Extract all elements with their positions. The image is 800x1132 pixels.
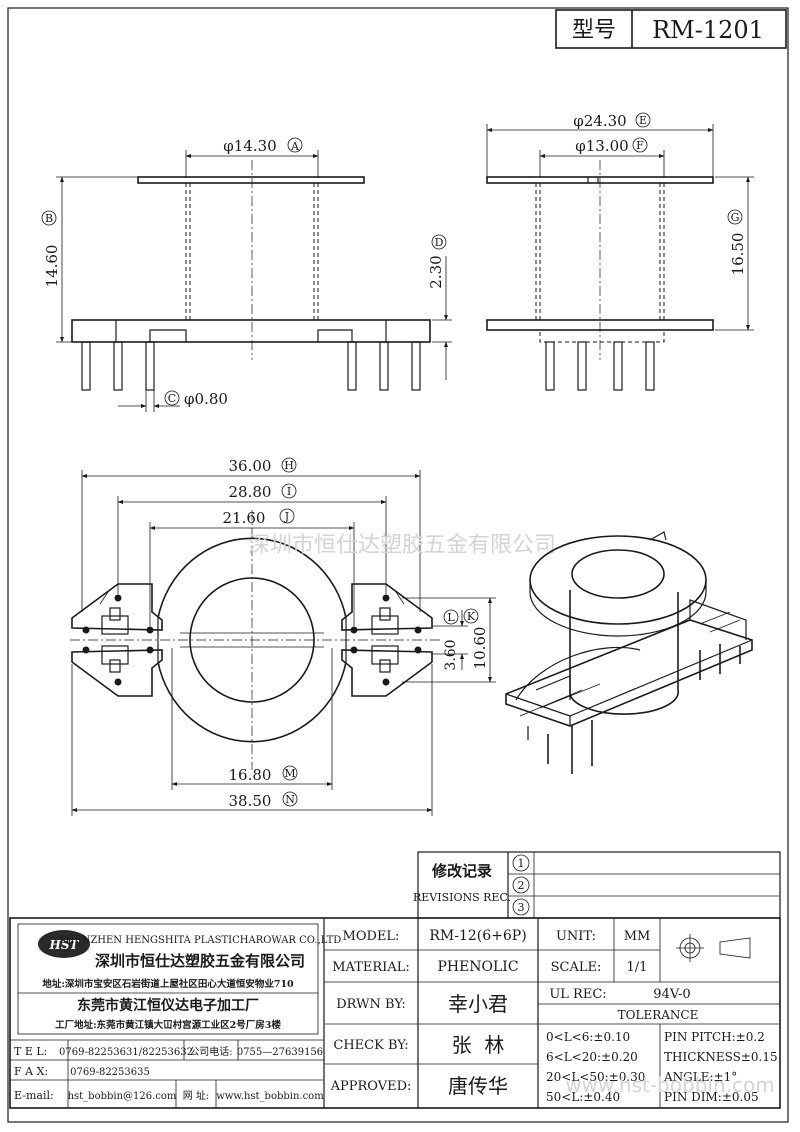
approved-value: 唐传华 xyxy=(448,1074,508,1098)
dim-l-marker: L xyxy=(447,611,455,624)
company-name-en: SHENZHEN HENGSHITA PLASTICHAROWAR CO.,LT… xyxy=(59,935,342,946)
revisions-label-cn: 修改记录 xyxy=(431,862,492,880)
angle: ANGLE:±1° xyxy=(663,1070,737,1084)
dim-k-value: 10.60 xyxy=(471,627,489,670)
dim-j-marker: J xyxy=(284,510,289,523)
isometric-view xyxy=(505,531,753,774)
dim-g-value: 16.50 xyxy=(729,233,747,276)
tolerance-1: 0<L<6:±0.10 xyxy=(546,1030,630,1044)
tel-value: 0769-82253631/82253632 xyxy=(59,1047,193,1058)
dim-n-value: 38.50 xyxy=(229,792,272,810)
dim-d-marker: D xyxy=(435,236,444,249)
drawn-value: 幸小君 xyxy=(448,992,508,1016)
model-value: RM-12(6+6P) xyxy=(429,928,526,944)
dim-a-value: φ14.30 xyxy=(223,137,276,155)
check-value: 张 林 xyxy=(452,1033,505,1057)
dim-j-value: 21.60 xyxy=(223,509,266,527)
material-label: MATERIAL: xyxy=(332,960,409,975)
bottom-watermark: www.hst-bobbin.com xyxy=(565,1073,774,1097)
revision-row-1: 1 xyxy=(518,857,525,870)
dim-k-marker: K xyxy=(467,610,476,623)
company-tel-value: 0755—27639156 xyxy=(237,1047,323,1058)
factory-address: 工厂地址:东莞市黄江镇大冚村宫源工业区2号厂房3楼 xyxy=(55,1019,281,1031)
dim-h-value: 36.00 xyxy=(229,457,272,475)
dim-g-marker: G xyxy=(731,211,740,224)
ul-value: 94V-0 xyxy=(653,987,690,1002)
dim-e-marker: E xyxy=(639,114,647,127)
watermark-text: 深圳市恒仕达塑胶五金有限公司 xyxy=(248,533,556,558)
dim-c-marker: C xyxy=(168,392,176,405)
dim-i-marker: I xyxy=(287,485,291,498)
web-label: 网 址: xyxy=(183,1089,210,1102)
revisions-block: 修改记录 REVISIONS REC. 1 2 3 xyxy=(413,851,781,919)
ul-label: UL REC: xyxy=(549,987,606,1002)
check-label: CHECK BY: xyxy=(333,1038,408,1053)
model-number: RM-1201 xyxy=(652,16,764,44)
model-title-box: 型号 RM-1201 xyxy=(555,9,787,49)
scale-value: 1/1 xyxy=(627,960,648,975)
company-name-cn: 深圳市恒仕达塑胶五金有限公司 xyxy=(95,952,305,970)
tolerance-2: 6<L<20:±0.20 xyxy=(546,1050,638,1064)
unit-label: UNIT: xyxy=(556,929,596,944)
company-logo xyxy=(38,930,90,958)
model-label: MODEL: xyxy=(343,929,400,944)
email-label: E-mail: xyxy=(14,1089,54,1102)
dim-b-marker: B xyxy=(45,212,53,225)
fax-value: 0769-82253635 xyxy=(70,1067,150,1078)
dim-n-marker: N xyxy=(285,793,295,806)
pin-pitch: PIN PITCH:±0.2 xyxy=(664,1030,765,1044)
fax-label: F A X: xyxy=(14,1065,48,1078)
type-label: 型号 xyxy=(572,18,616,43)
revisions-label-en: REVISIONS REC. xyxy=(413,891,511,904)
front-view: φ14.30 A 14.60 B 2.30 D C φ0.80 xyxy=(41,137,452,412)
title-block: HST SHENZHEN HENGSHITA PLASTICHAROWAR CO… xyxy=(9,917,781,1109)
web-value[interactable]: www.hst_bobbin.com xyxy=(216,1091,324,1102)
company-tel-label: 公司电话: xyxy=(189,1045,232,1058)
dim-f-value: φ13.00 xyxy=(575,137,628,155)
tolerance-3: 20<L<50:±0.30 xyxy=(546,1070,645,1084)
tolerance-label: TOLERANCE xyxy=(618,1008,699,1022)
dim-e-value: φ24.30 xyxy=(573,112,626,130)
dim-l-value: 3.60 xyxy=(443,639,459,670)
tolerance-4: 50<L:±0.40 xyxy=(546,1090,620,1104)
dim-i-value: 28.80 xyxy=(229,483,272,501)
thickness: THICKNESS±0.15 xyxy=(664,1050,778,1064)
top-view: 36.00 H 28.80 I 21.60 J 10.60 K 3.60 L xyxy=(70,457,496,816)
email-value[interactable]: hst_bobbin@126.com xyxy=(68,1091,177,1102)
revision-row-2: 2 xyxy=(518,879,525,892)
dim-a-marker: A xyxy=(290,140,300,153)
dim-m-marker: M xyxy=(284,767,295,780)
dim-c-value: φ0.80 xyxy=(184,390,228,408)
approved-label: APPROVED: xyxy=(330,1079,412,1094)
side-view: φ24.30 E φ13.00 F 16.50 G xyxy=(486,112,754,391)
material-value: PHENOLIC xyxy=(437,959,518,975)
revision-row-3: 3 xyxy=(518,901,525,914)
unit-value: MM xyxy=(624,929,651,944)
dim-d-value: 2.30 xyxy=(427,255,445,288)
tel-label: T E L: xyxy=(14,1045,47,1058)
projection-symbol-icon xyxy=(676,934,751,962)
sheet-border xyxy=(7,7,789,1123)
company-address: 地址:深圳市宝安区石岩街道上屋社区田心大道恒安物业710 xyxy=(42,978,294,990)
dim-f-marker: F xyxy=(636,139,644,152)
company-logo-text: HST xyxy=(49,938,80,952)
dim-b-value: 14.60 xyxy=(43,245,61,288)
pin-dim: PIN DIM:±0.05 xyxy=(664,1090,759,1104)
drawn-label: DRWN BY: xyxy=(336,997,405,1012)
scale-label: SCALE: xyxy=(551,960,602,975)
factory-name: 东莞市黄江恒仪达电子加工厂 xyxy=(77,997,259,1014)
dim-m-value: 16.80 xyxy=(229,766,272,784)
dim-h-marker: H xyxy=(284,459,294,472)
